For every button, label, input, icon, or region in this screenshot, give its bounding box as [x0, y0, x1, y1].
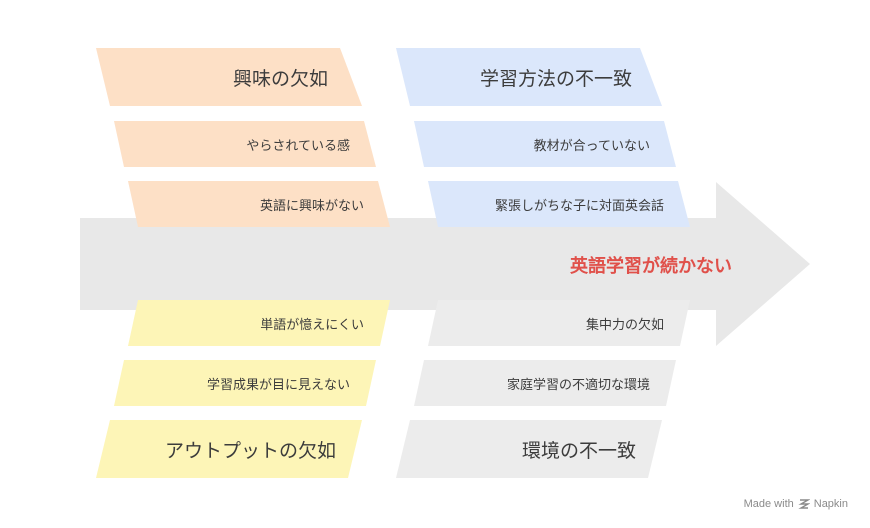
- cause-output-1: 単語が憶えにくい: [128, 300, 390, 346]
- credit-prefix: Made with: [743, 498, 794, 510]
- cause-environment-1-label: 集中力の欠如: [585, 317, 664, 333]
- credit-brand: Napkin: [813, 498, 848, 510]
- cause-output-2: 学習成果が目に見えない: [114, 360, 376, 406]
- napkin-logo-icon: [798, 499, 810, 509]
- category-method-label: 学習方法の不一致: [479, 67, 632, 90]
- problem-statement: 英語学習が続かない: [570, 256, 732, 277]
- cause-interest-2: 英語に興味がない: [128, 181, 390, 227]
- category-interest-label: 興味の欠如: [232, 67, 328, 90]
- category-environment: 環境の不一致: [396, 420, 662, 478]
- category-output: アウトプットの欠如: [96, 420, 362, 478]
- cause-method-1: 教材が合っていない: [414, 121, 676, 167]
- cause-interest-2-label: 英語に興味がない: [259, 198, 364, 214]
- cause-method-2-label: 緊張しがちな子に対面英会話: [494, 198, 664, 214]
- cause-environment-2-label: 家庭学習の不適切な環境: [506, 377, 650, 393]
- cause-interest-1: やらされている感: [114, 121, 376, 167]
- category-output-label: アウトプットの欠如: [164, 439, 336, 462]
- napkin-credit: Made with Napkin: [744, 498, 848, 510]
- cause-method-2: 緊張しがちな子に対面英会話: [428, 181, 690, 227]
- cause-environment-1: 集中力の欠如: [428, 300, 690, 346]
- category-interest: 興味の欠如: [96, 48, 362, 106]
- cause-method-1-label: 教材が合っていない: [533, 138, 650, 154]
- category-environment-label: 環境の不一致: [521, 439, 636, 462]
- cause-output-2-label: 学習成果が目に見えない: [206, 377, 350, 393]
- cause-output-1-label: 単語が憶えにくい: [260, 317, 364, 333]
- category-method: 学習方法の不一致: [396, 48, 662, 106]
- cause-environment-2: 家庭学習の不適切な環境: [414, 360, 676, 406]
- cause-interest-1-label: やらされている感: [246, 138, 350, 154]
